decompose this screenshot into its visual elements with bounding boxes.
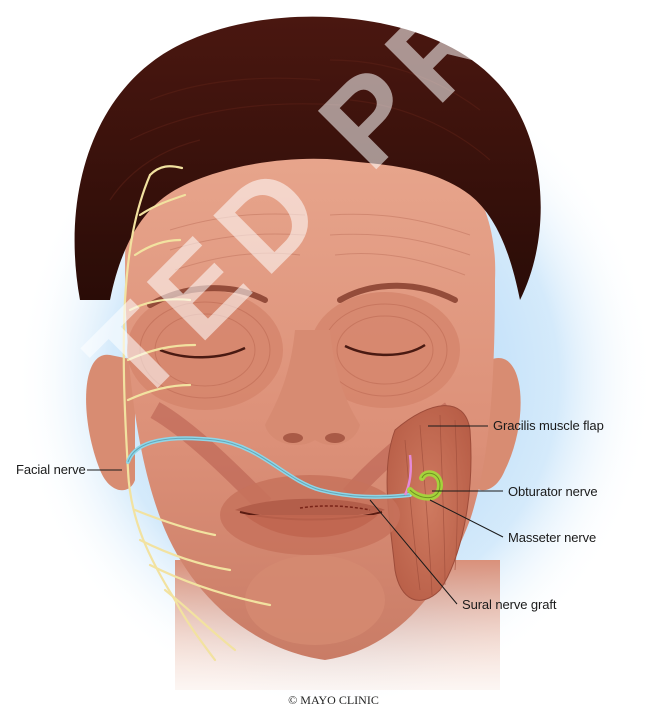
label-obturator-nerve: Obturator nerve bbox=[508, 484, 598, 499]
copyright-notice: © MAYO CLINIC bbox=[0, 693, 667, 708]
chin bbox=[245, 555, 385, 645]
label-sural-nerve-graft: Sural nerve graft bbox=[462, 597, 556, 612]
label-gracilis-muscle-flap: Gracilis muscle flap bbox=[493, 418, 604, 433]
label-masseter-nerve: Masseter nerve bbox=[508, 530, 596, 545]
label-facial-nerve: Facial nerve bbox=[16, 462, 86, 477]
nostril-right bbox=[325, 433, 345, 443]
nostril-left bbox=[283, 433, 303, 443]
